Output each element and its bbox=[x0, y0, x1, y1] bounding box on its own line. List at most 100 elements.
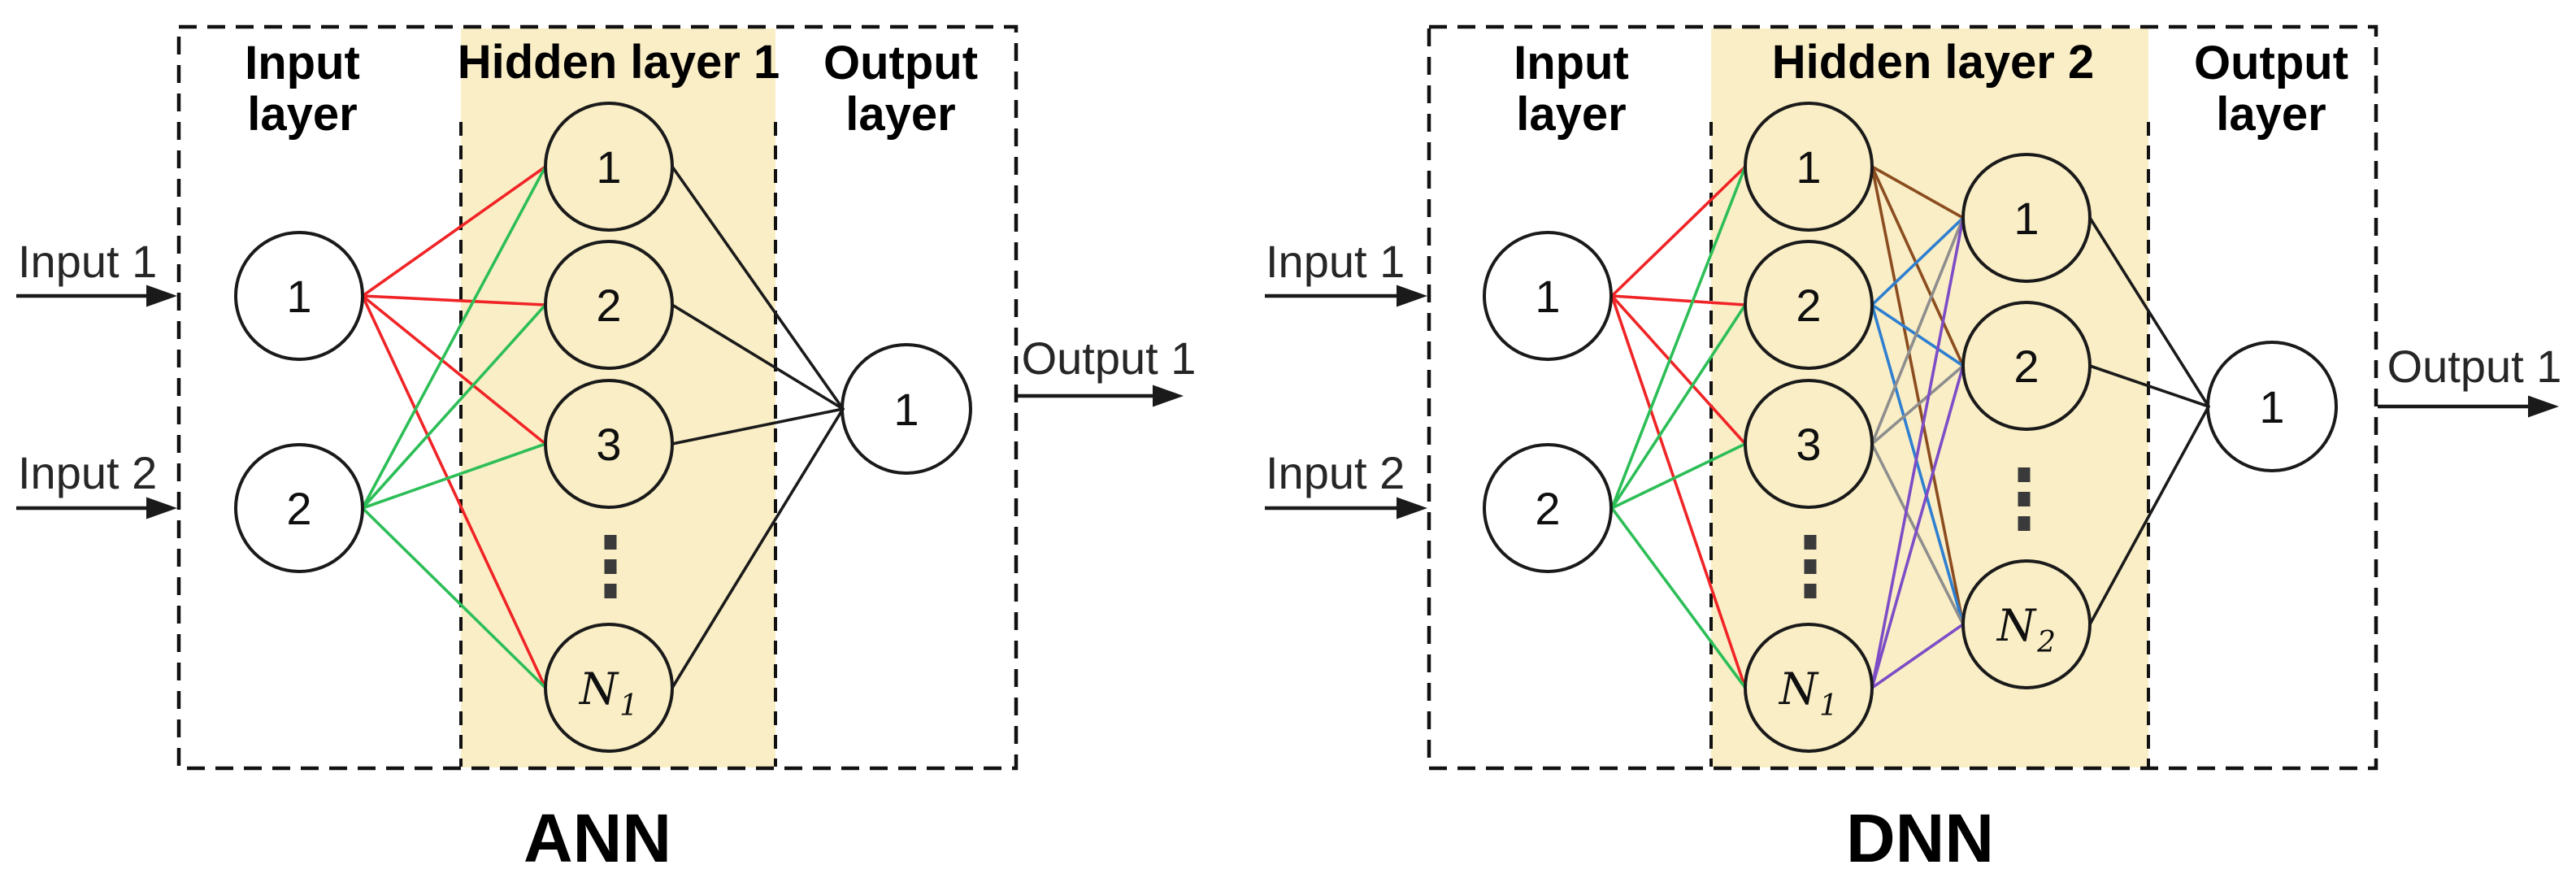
ann-input-label-2: Input 2 bbox=[18, 447, 157, 498]
ann-dashed-box bbox=[176, 24, 1019, 771]
ann-input-node-1 bbox=[234, 231, 364, 361]
ann-hidden-node-n1 bbox=[544, 623, 674, 753]
dnn-edge-green-1 bbox=[1610, 303, 1747, 510]
dnn-hidden2-node-2-label: 2 bbox=[2013, 341, 2039, 392]
dnn-edge-brown-2 bbox=[1870, 165, 1965, 626]
dnn-output-label: Output 1 bbox=[2387, 341, 2562, 392]
dnn-hidden1-node-3 bbox=[1744, 379, 1874, 509]
dnn-input-arrow-2-head bbox=[1397, 497, 1427, 519]
dnn-output-layer-label: Output bbox=[2194, 37, 2348, 89]
dnn-hidden1-node-1 bbox=[1744, 102, 1874, 232]
dnn-edge-edge_black-2 bbox=[2088, 405, 2210, 626]
ann-hidden-node-1-label: 1 bbox=[596, 141, 621, 193]
dnn-edge-gray-2 bbox=[1870, 442, 1965, 626]
dnn-edge-red-1 bbox=[1610, 294, 1747, 306]
dnn-input-layer-label-2: layer bbox=[1516, 88, 1626, 141]
dnn-hidden2-node-n2 bbox=[1961, 559, 2092, 689]
ann-input-label-1: Input 1 bbox=[18, 236, 157, 287]
dnn-output-node-1 bbox=[2206, 341, 2338, 472]
ann-output-arrow-head bbox=[1153, 385, 1184, 407]
ann-output-node-1 bbox=[841, 343, 972, 475]
dnn-input-label-2: Input 2 bbox=[1266, 447, 1405, 498]
dnn-edge-brown-0 bbox=[1870, 165, 1965, 220]
ann-output-node-1-label: 1 bbox=[893, 384, 919, 435]
ann-edge-red-1 bbox=[361, 294, 547, 306]
dnn-edge-purple-2 bbox=[1870, 623, 1965, 689]
dnn-input-node-1 bbox=[1483, 231, 1613, 361]
dnn-edge-brown-1 bbox=[1870, 165, 1965, 367]
ann-edge-edge_black-1 bbox=[671, 303, 845, 411]
ann-edge-green-1 bbox=[361, 303, 547, 510]
dnn-ellipsis-1-dot-1 bbox=[2018, 492, 2031, 506]
ann-edge-green-3 bbox=[361, 506, 547, 689]
dnn-hidden2-node-n2-label: N2 bbox=[1996, 600, 2056, 659]
dnn-output-arrow-head bbox=[2528, 395, 2559, 418]
dnn-edge-blue-1 bbox=[1870, 303, 1965, 367]
dnn-ellipsis-0-dot-0 bbox=[1804, 535, 1817, 550]
dnn-output-layer-label-2: layer bbox=[2216, 88, 2326, 141]
ann-output-label: Output 1 bbox=[1022, 333, 1197, 384]
dnn-edge-gray-1 bbox=[1870, 364, 1965, 446]
dnn-input-label-1: Input 1 bbox=[1266, 236, 1405, 287]
dnn-hidden1-node-1-label: 1 bbox=[1796, 141, 1821, 193]
ann-edge-red-3 bbox=[361, 294, 547, 689]
ann-output-layer-label: Output bbox=[823, 37, 978, 89]
dnn-hidden-layer-label: Hidden layer 2 bbox=[1772, 36, 2094, 89]
dnn-edge-red-0 bbox=[1610, 165, 1747, 298]
ann-output-layer-label-2: layer bbox=[845, 88, 955, 141]
dnn-edge-edge_black-0 bbox=[2088, 216, 2210, 408]
ann-input-layer-label-2: layer bbox=[247, 88, 357, 141]
dnn-edge-gray-0 bbox=[1870, 216, 1965, 446]
dnn-edge-green-0 bbox=[1610, 165, 1747, 510]
dnn-ellipsis-1-dot-0 bbox=[2018, 467, 2031, 482]
dnn-hidden1-node-2 bbox=[1744, 240, 1874, 370]
ann-hidden-node-3-label: 3 bbox=[596, 419, 621, 470]
dnn-output-node-1-label: 1 bbox=[2259, 381, 2284, 432]
ann-hidden-band bbox=[461, 28, 775, 767]
dnn-hidden1-node-n1-label: N1 bbox=[1778, 663, 1838, 723]
dnn-input-layer-label: Input bbox=[1514, 37, 1629, 89]
ann-hidden-layer-label: Hidden layer 1 bbox=[458, 36, 780, 89]
dnn-hidden1-node-3-label: 3 bbox=[1796, 419, 1821, 470]
dnn-edge-red-2 bbox=[1610, 294, 1747, 446]
ann-hidden-node-2-label: 2 bbox=[596, 280, 621, 331]
ann-hidden-node-3 bbox=[544, 379, 674, 509]
ann-ellipsis-0-dot-1 bbox=[604, 559, 617, 574]
dnn-ellipsis-1-dot-2 bbox=[2018, 516, 2031, 531]
dnn-edge-red-3 bbox=[1610, 294, 1747, 689]
ann-input-layer-label: Input bbox=[245, 37, 360, 89]
ann-caption: ANN bbox=[523, 800, 671, 876]
dnn-hidden2-node-2 bbox=[1961, 301, 2092, 431]
dnn-hidden1-node-n1 bbox=[1744, 623, 1874, 753]
dnn-ellipsis-0-dot-1 bbox=[1804, 559, 1817, 574]
ann-input-arrow-1-head bbox=[146, 285, 177, 307]
dnn-hidden2-node-1-label: 1 bbox=[2013, 193, 2039, 244]
ann-edge-green-0 bbox=[361, 165, 547, 510]
ann-edge-edge_black-2 bbox=[671, 407, 845, 446]
dnn-edge-blue-0 bbox=[1870, 216, 1965, 306]
ann-hidden-node-n1-label: N1 bbox=[578, 663, 638, 723]
dnn-edge-purple-1 bbox=[1870, 364, 1965, 689]
dnn-edge-green-2 bbox=[1610, 442, 1747, 510]
dnn-input-arrow-1-head bbox=[1397, 285, 1427, 307]
ann-hidden-node-1 bbox=[544, 102, 674, 232]
ann-ellipsis-0-dot-2 bbox=[604, 584, 617, 598]
dnn-edge-green-3 bbox=[1610, 506, 1747, 689]
ann-edge-edge_black-0 bbox=[671, 165, 845, 411]
dnn-ellipsis-0-dot-2 bbox=[1804, 584, 1817, 598]
ann-hidden-node-2 bbox=[544, 240, 674, 370]
dnn-hidden1-node-2-label: 2 bbox=[1796, 280, 1821, 331]
ann-edge-red-0 bbox=[361, 165, 547, 298]
ann-input-node-1-label: 1 bbox=[286, 271, 311, 322]
dnn-input-node-1-label: 1 bbox=[1535, 271, 1560, 322]
ann-input-node-2 bbox=[234, 443, 364, 573]
dnn-input-node-2 bbox=[1483, 443, 1613, 573]
ann-input-node-2-label: 2 bbox=[286, 483, 311, 534]
dnn-edge-purple-0 bbox=[1870, 216, 1965, 689]
dnn-caption: DNN bbox=[1846, 800, 1994, 876]
ann-edge-red-2 bbox=[361, 294, 547, 446]
dnn-edge-edge_black-1 bbox=[2088, 364, 2210, 408]
